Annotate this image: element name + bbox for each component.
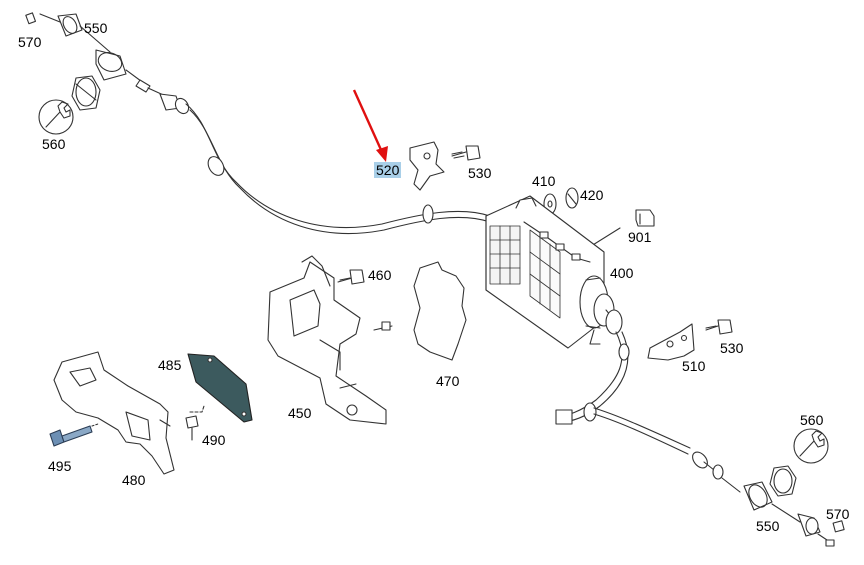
label-490[interactable]: 490	[202, 432, 226, 448]
wrench-icon	[793, 428, 829, 464]
label-520-selected[interactable]: 520	[374, 162, 402, 178]
part-420-spring-washer	[565, 187, 579, 209]
part-490-screw	[185, 405, 205, 441]
part-530-bolt-right	[705, 319, 733, 335]
label-495[interactable]: 495	[48, 458, 72, 474]
part-450-bracket	[267, 255, 393, 425]
label-510[interactable]: 510	[682, 358, 706, 374]
label-480[interactable]: 480	[122, 472, 146, 488]
label-530-right[interactable]: 530	[720, 340, 744, 356]
label-450[interactable]: 450	[288, 405, 312, 421]
part-520-bracket	[409, 141, 445, 191]
label-901[interactable]: 901	[628, 229, 652, 245]
part-400-actuator	[485, 195, 623, 349]
cable-lower	[555, 331, 741, 493]
part-570-bottom	[832, 520, 845, 533]
part-480-bracket	[53, 351, 175, 475]
label-550-bottom[interactable]: 550	[756, 518, 780, 534]
label-460[interactable]: 460	[368, 267, 392, 283]
part-560-nut-top	[71, 75, 101, 111]
label-570-bottom[interactable]: 570	[826, 506, 850, 522]
label-550-top[interactable]: 550	[84, 20, 108, 36]
label-410[interactable]: 410	[532, 173, 556, 189]
part-470-gasket	[413, 261, 467, 361]
label-570-top[interactable]: 570	[18, 34, 42, 50]
label-400[interactable]: 400	[610, 265, 634, 281]
label-420[interactable]: 420	[580, 187, 604, 203]
part-510-bracket	[647, 323, 695, 361]
part-460-bolt	[337, 269, 365, 285]
cable-end-top	[25, 12, 190, 135]
part-485-pad	[187, 353, 253, 423]
label-560-bottom[interactable]: 560	[800, 412, 824, 428]
cable-upper	[185, 103, 491, 234]
label-485[interactable]: 485	[158, 357, 182, 373]
part-570-top	[25, 12, 37, 25]
part-495-bolt	[49, 423, 99, 447]
label-560-top[interactable]: 560	[42, 136, 66, 152]
part-550-bottom	[743, 481, 845, 547]
wrench-icon	[38, 99, 74, 135]
label-530-top[interactable]: 530	[468, 165, 492, 181]
part-560-nut-bottom	[769, 465, 797, 497]
highlight-arrow	[352, 89, 388, 162]
part-530-bolt-top	[451, 145, 481, 161]
label-470[interactable]: 470	[436, 373, 460, 389]
